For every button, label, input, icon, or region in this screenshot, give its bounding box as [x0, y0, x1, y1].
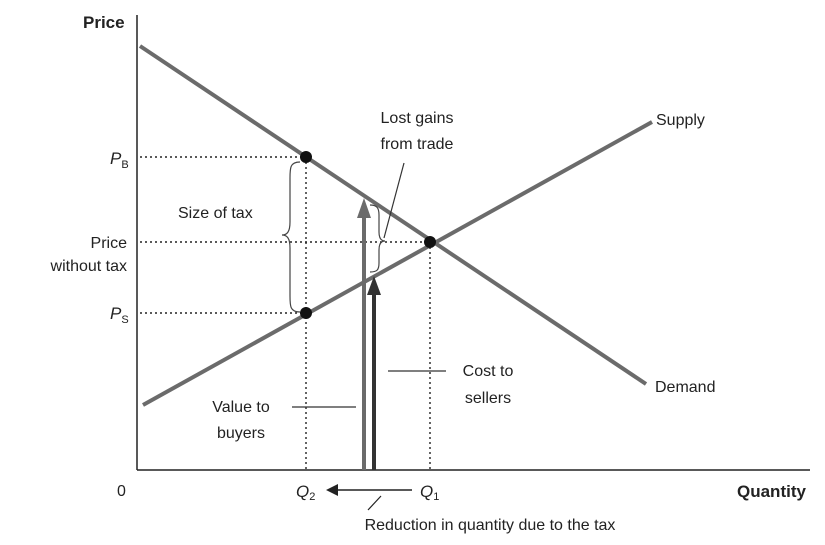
demand-label: Demand	[655, 379, 715, 396]
ps-label: PS	[110, 304, 129, 326]
pb-label: PB	[110, 149, 129, 171]
cost-to-sellers-label-line1: Cost to	[463, 363, 514, 380]
supply-label: Supply	[656, 112, 705, 129]
cost-to-sellers-label-line2: sellers	[465, 390, 511, 407]
cost-to-sellers-arrow-head	[367, 276, 381, 295]
lost-gains-pointer	[383, 162, 405, 239]
reduction-in-quantity-label: Reduction in quantity due to the tax	[365, 517, 616, 534]
supply-curve	[142, 120, 653, 407]
equilibrium-point	[424, 236, 436, 248]
demand-curve	[138, 44, 648, 386]
q2-label: Q2	[296, 482, 315, 503]
size-of-tax-brace	[281, 161, 301, 313]
lost-gains-label-line1: Lost gains	[381, 110, 454, 127]
x-axis-title: Quantity	[737, 482, 806, 501]
q1-label: Q1	[420, 482, 439, 503]
y-axis-title: Price	[83, 13, 125, 32]
origin-label: 0	[117, 483, 126, 500]
pb-point	[300, 151, 312, 163]
value-to-buyers-label-line1: Value to	[212, 399, 270, 416]
ps-point	[300, 307, 312, 319]
reduction-pointer	[367, 495, 382, 511]
price-without-tax-label-line2: without tax	[50, 258, 127, 275]
value-to-buyers-arrow-head	[357, 198, 371, 218]
size-of-tax-label: Size of tax	[178, 205, 253, 222]
lost-gains-brace	[369, 204, 386, 273]
value-to-buyers-label-line2: buyers	[217, 425, 265, 442]
lost-gains-label-line2: from trade	[381, 136, 454, 153]
price-without-tax-label-line1: Price	[91, 235, 128, 252]
